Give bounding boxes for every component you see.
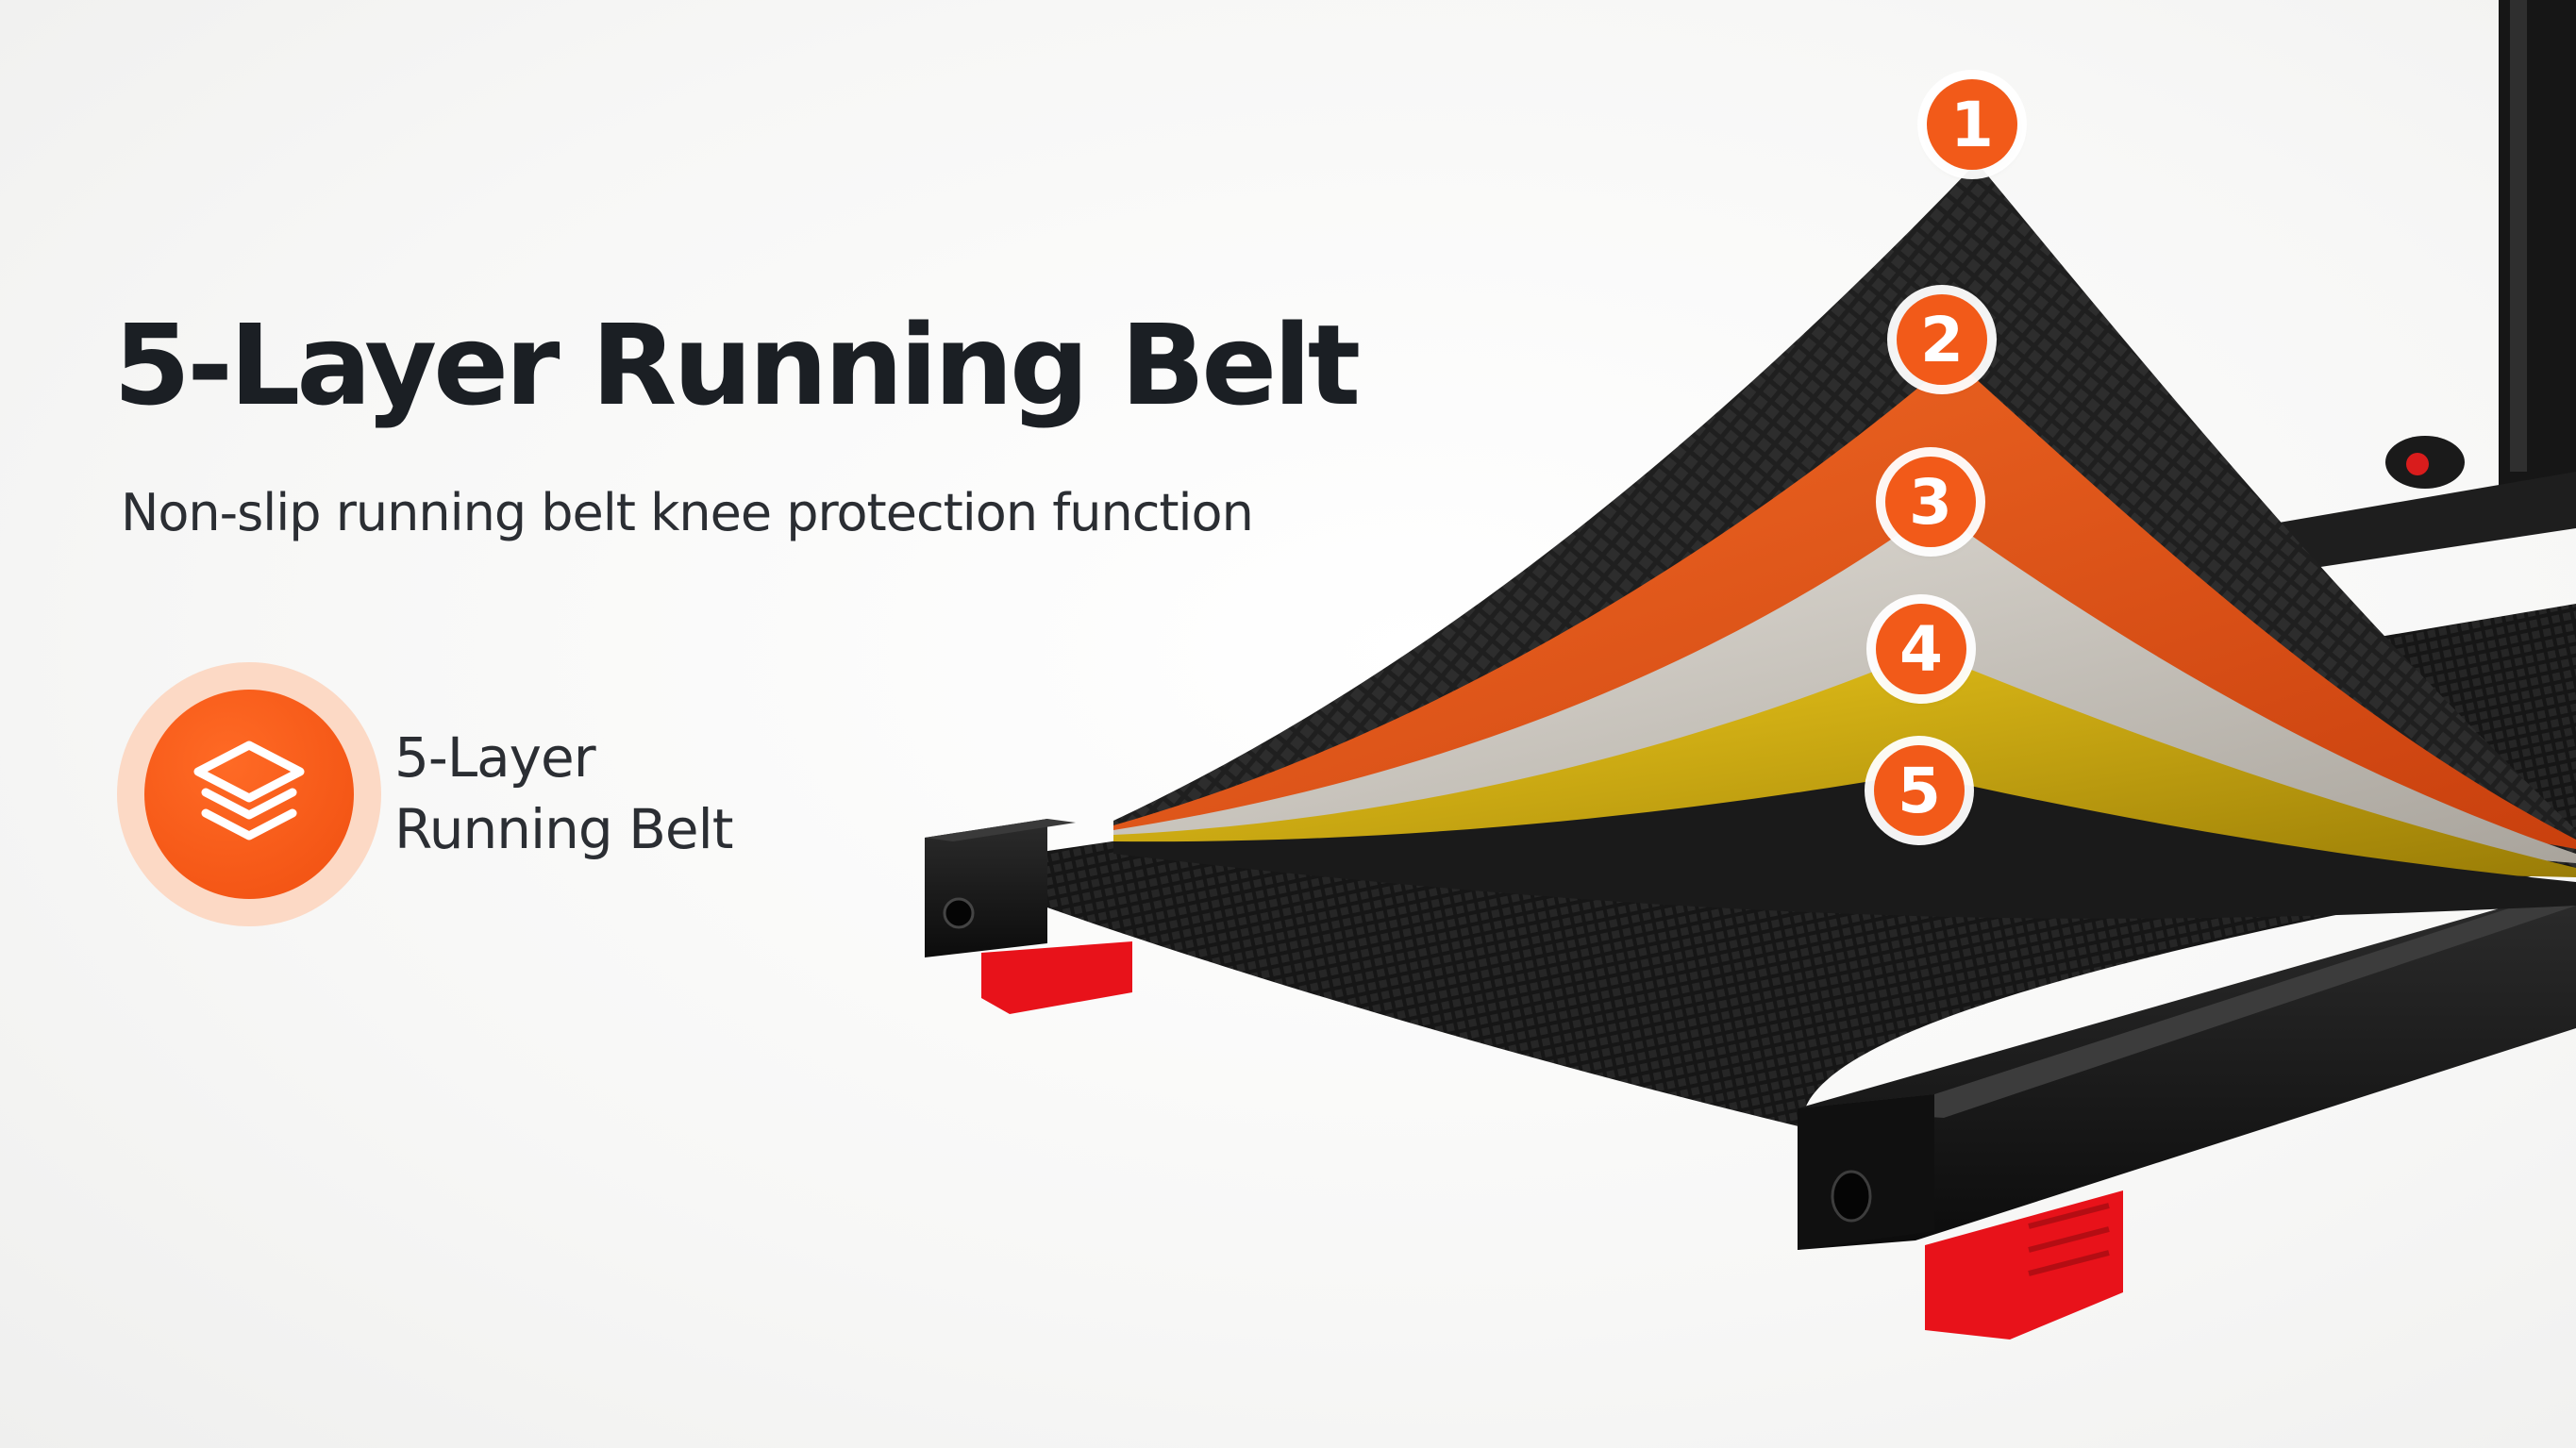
layer-marker-4: 4 — [1876, 604, 1966, 694]
layer-marker-5: 5 — [1874, 745, 1965, 836]
deck-front-left — [925, 819, 1132, 1014]
deck-front-right — [1798, 887, 2576, 1340]
treadmill-upright — [2385, 0, 2576, 491]
feature-label-line1: 5-Layer — [394, 725, 596, 790]
feature-label: 5-Layer Running Belt — [394, 722, 828, 865]
layer-marker-2: 2 — [1897, 294, 1987, 385]
page-subtitle: Non-slip running belt knee protection fu… — [121, 483, 1254, 542]
far-rail — [2246, 472, 2576, 575]
feature-badge — [117, 662, 381, 926]
page-title: 5-Layer Running Belt — [113, 300, 1361, 430]
feature-label-line2: Running Belt — [394, 797, 733, 861]
layer-5-base — [1113, 774, 2576, 919]
feature-badge-core — [144, 690, 354, 899]
layer-marker-3: 3 — [1885, 457, 1976, 547]
layer-4-yellow — [1113, 651, 2576, 877]
layers-icon — [193, 741, 305, 841]
layer-marker-1: 1 — [1927, 79, 2017, 170]
